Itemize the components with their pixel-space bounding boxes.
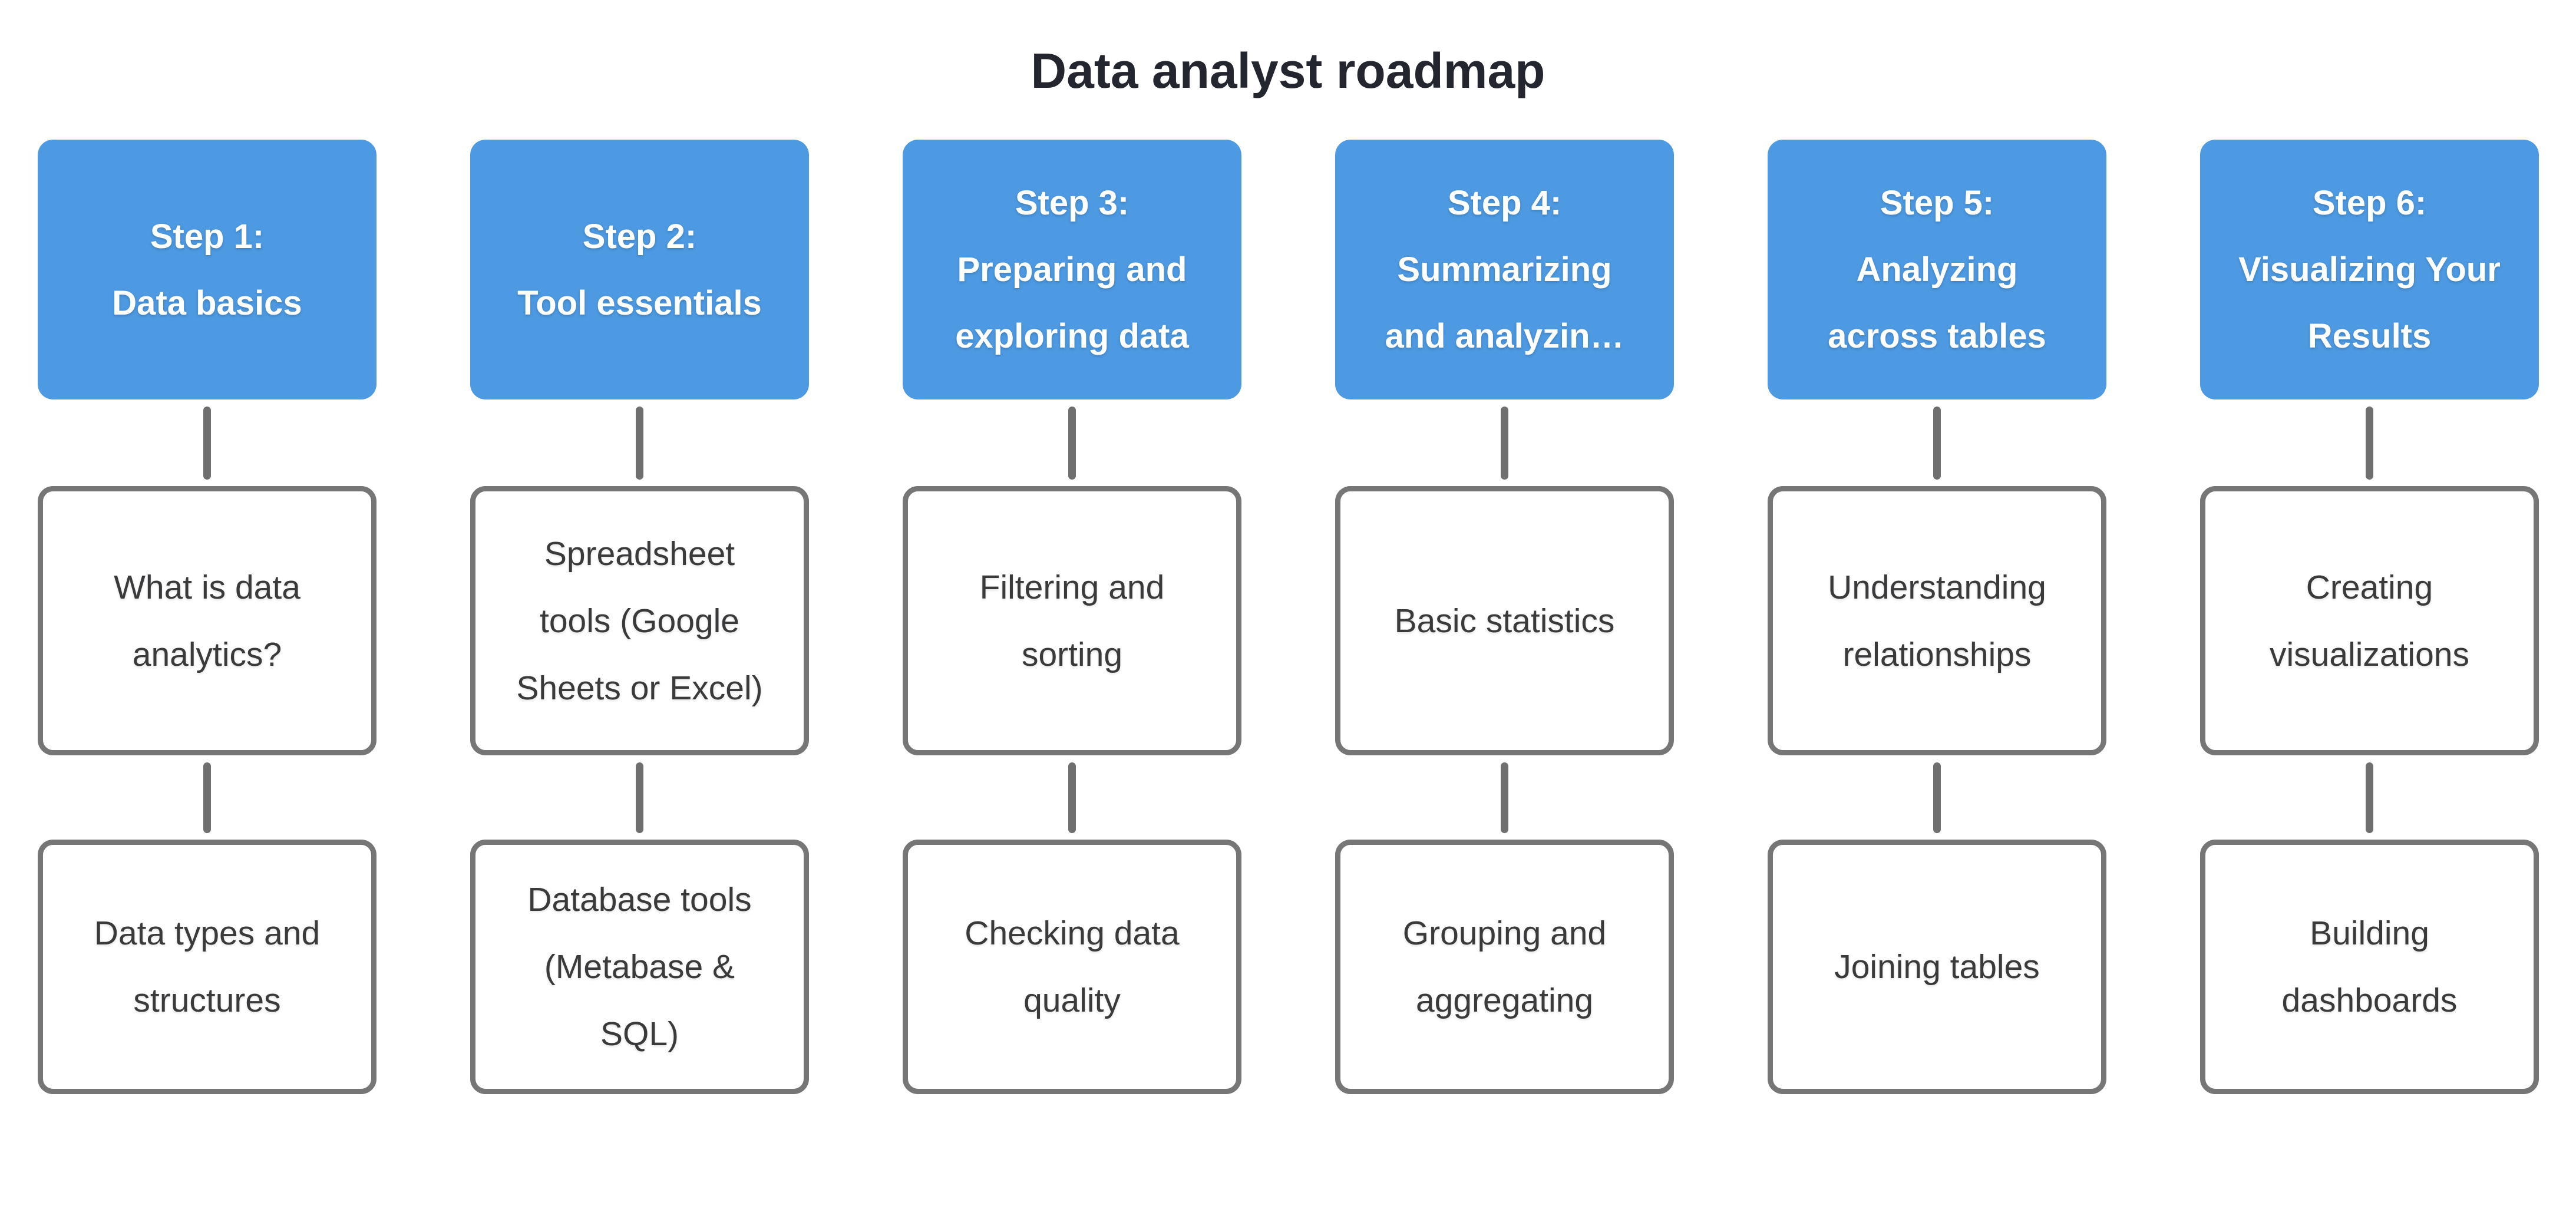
connector-line	[203, 406, 211, 480]
topic-node[interactable]: Basic statistics	[1335, 486, 1674, 755]
connector	[1768, 755, 2106, 840]
topic-text: Checking data quality	[965, 914, 1180, 1019]
roadmap-columns: Step 1: Data basics What is data analytic…	[38, 140, 2539, 1094]
topic-text: What is data analytics?	[114, 568, 300, 673]
step-header-line: Step 1:	[150, 217, 265, 256]
connector	[903, 755, 1241, 840]
topic-node[interactable]: Filtering and sorting	[903, 486, 1241, 755]
step-header-line: exploring data	[955, 317, 1189, 355]
topic-node[interactable]: Understanding relationships	[1768, 486, 2106, 755]
connector-line	[1501, 762, 1508, 833]
diagram-title: Data analyst roadmap	[1031, 43, 1545, 98]
topic-text: Joining tables	[1834, 948, 2040, 986]
connector-line	[1501, 406, 1508, 480]
step-header-line: Analyzing	[1856, 250, 2018, 289]
connector-line	[1933, 762, 1941, 833]
connector	[470, 399, 809, 486]
connector	[1335, 399, 1674, 486]
connector	[2200, 755, 2539, 840]
connector-line	[636, 406, 643, 480]
topic-node[interactable]: Joining tables	[1768, 840, 2106, 1094]
step-header-text: Step 1: Data basics	[112, 203, 302, 336]
step-header-line: across tables	[1828, 317, 2046, 355]
step-header-text: Step 5: Analyzing across tables	[1828, 170, 2046, 369]
connector-line	[1068, 406, 1076, 480]
roadmap-column-4: Step 4: Summarizing and analyzin… Basic st…	[1335, 140, 1674, 1094]
roadmap-column-1: Step 1: Data basics What is data analytic…	[38, 140, 377, 1094]
topic-node[interactable]: Creating visualizations	[2200, 486, 2539, 755]
topic-text: Data types and structures	[94, 914, 321, 1019]
connector-line	[1933, 406, 1941, 480]
connector	[2200, 399, 2539, 486]
connector	[903, 399, 1241, 486]
step-header-line: Preparing and	[957, 250, 1187, 289]
step-header-line: Step 2:	[582, 217, 697, 256]
connector-line	[2366, 762, 2373, 833]
step-header-line: Visualizing Your	[2238, 250, 2501, 289]
topic-node[interactable]: Database tools (Metabase & SQL)	[470, 840, 809, 1094]
topic-node[interactable]: Checking data quality	[903, 840, 1241, 1094]
step-header-line: Results	[2307, 317, 2432, 355]
step-header-node[interactable]: Step 4: Summarizing and analyzin…	[1335, 140, 1674, 399]
step-header-node[interactable]: Step 5: Analyzing across tables	[1768, 140, 2106, 399]
topic-text: Grouping and aggregating	[1402, 914, 1607, 1019]
step-header-line: Tool essentials	[517, 283, 762, 322]
topic-text: Spreadsheet tools (Google Sheets or Exce…	[516, 534, 763, 707]
step-header-line: and analyzin…	[1385, 317, 1624, 355]
topic-node[interactable]: Data types and structures	[38, 840, 377, 1094]
topic-text: Basic statistics	[1394, 602, 1615, 640]
step-header-text: Step 4: Summarizing and analyzin…	[1385, 170, 1624, 369]
step-header-line: Step 5:	[1880, 184, 1994, 222]
topic-text: Database tools (Metabase & SQL)	[527, 881, 752, 1053]
connector-line	[2366, 406, 2373, 480]
roadmap-column-3: Step 3: Preparing and exploring data Filte…	[903, 140, 1241, 1094]
step-header-node[interactable]: Step 2: Tool essentials	[470, 140, 809, 399]
topic-node[interactable]: Spreadsheet tools (Google Sheets or Exce…	[470, 486, 809, 755]
connector-line	[636, 762, 643, 833]
connector-line	[1068, 762, 1076, 833]
step-header-node[interactable]: Step 1: Data basics	[38, 140, 377, 399]
connector	[1768, 399, 2106, 486]
topic-text: Creating visualizations	[2270, 568, 2469, 673]
step-header-line: Step 6:	[2312, 184, 2427, 222]
connector	[470, 755, 809, 840]
topic-node[interactable]: What is data analytics?	[38, 486, 377, 755]
topic-node[interactable]: Grouping and aggregating	[1335, 840, 1674, 1094]
connector	[38, 399, 377, 486]
step-header-line: Step 3:	[1015, 184, 1130, 222]
connector	[1335, 755, 1674, 840]
step-header-text: Step 3: Preparing and exploring data	[955, 170, 1188, 369]
topic-node[interactable]: Building dashboards	[2200, 840, 2539, 1094]
topic-text: Filtering and sorting	[979, 568, 1165, 673]
roadmap-column-2: Step 2: Tool essentials Spreadsheet tools…	[470, 140, 809, 1094]
step-header-node[interactable]: Step 3: Preparing and exploring data	[903, 140, 1241, 399]
topic-text: Understanding relationships	[1828, 568, 2046, 673]
step-header-text: Step 2: Tool essentials	[517, 203, 762, 336]
roadmap-column-5: Step 5: Analyzing across tables Understand…	[1768, 140, 2106, 1094]
step-header-line: Data basics	[112, 283, 302, 322]
step-header-line: Step 4:	[1447, 184, 1562, 222]
connector	[38, 755, 377, 840]
step-header-line: Summarizing	[1397, 250, 1612, 289]
connector-line	[203, 762, 211, 833]
topic-text: Building dashboards	[2281, 914, 2458, 1019]
